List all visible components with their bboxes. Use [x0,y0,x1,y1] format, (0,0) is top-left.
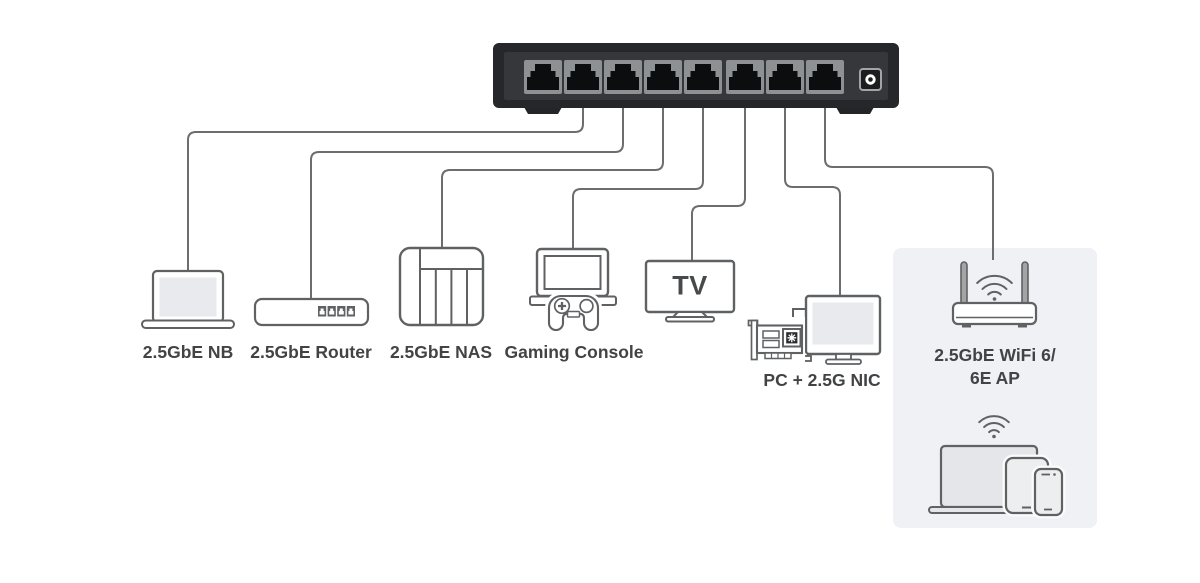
pc-icon [747,294,882,365]
label-wifi-ap-line1: 2.5GbE WiFi 6/ [934,345,1056,365]
rj45-port-icon [806,60,844,94]
cable-nas [441,108,664,249]
nas-icon [398,246,485,327]
cable-console [572,108,704,250]
wifi-waves-icon [976,274,1013,301]
rj45-port-icon [726,60,764,94]
wifi-waves-icon [978,415,1010,439]
cable-router [310,108,624,300]
antenna-icon [960,261,968,306]
label-nb: 2.5GbE NB [142,342,234,362]
rj45-port-icon [766,60,804,94]
wireless-clients-icon [928,415,1066,519]
gamepad-icon [547,294,600,332]
cable-tv [691,108,746,262]
router-ports-icon [318,306,355,317]
label-pc: PC + 2.5G NIC [763,370,881,390]
nic-card-icon [747,317,805,362]
cable-nb [187,108,584,272]
rj45-port-icon [644,60,682,94]
label-router: 2.5GbE Router [250,342,372,362]
router-icon [253,297,370,327]
gaming-console-icon [529,247,617,334]
cables [187,108,994,300]
client-phone-icon [1031,465,1066,519]
cable-ap [824,108,994,260]
power-connector-icon [859,68,882,91]
rj45-port-icon [604,60,642,94]
laptop-icon [141,269,235,329]
rj45-port-icon [684,60,722,94]
cable-pc [784,108,841,298]
label-nas: 2.5GbE NAS [389,342,493,362]
label-wifi-ap: 2.5GbE WiFi 6/ 6E AP [934,344,1055,390]
switch-icon [493,43,899,114]
label-wifi-ap-line2: 6E AP [970,368,1020,388]
label-tv: TV [672,270,708,301]
label-gaming-console: Gaming Console [504,342,644,362]
tv-icon [644,259,736,323]
switch-foot-right [836,107,874,114]
rj45-port-icon [524,60,562,94]
wifi-ap-icon [951,261,1038,328]
rj45-port-icon [564,60,602,94]
switch-foot-left [524,107,562,114]
antenna-icon [1021,261,1029,306]
